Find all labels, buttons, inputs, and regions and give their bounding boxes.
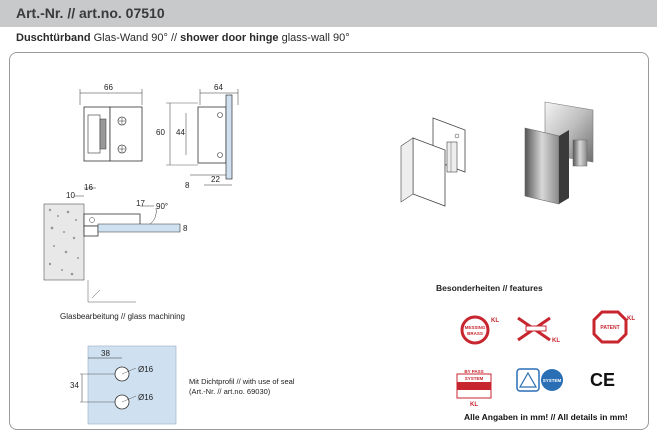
brass-badge-kl: KL [491,318,499,324]
front-view-drawing [79,89,143,162]
dim-8b-label: 8 [183,224,188,233]
brass-badge-text-2: BRASS [467,331,483,336]
dim-38-label: 38 [101,349,110,358]
bypass-badge-text-1: BY PASS [464,369,483,374]
subtitle-rest-de: Glas-Wand 90° // [90,32,181,44]
dim-16-label: 16 [84,183,93,192]
no-tools-badge-kl: KL [552,338,560,344]
header-bar [0,0,657,27]
dim-44-label: 44 [176,128,185,137]
dim-8a-label: 8 [185,181,190,190]
dim-90-label: 90° [156,202,169,211]
footer-note: Alle Angaben in mm! // All details in mm… [464,412,628,422]
bypass-badge-text-2: SYSTEM [465,376,484,381]
subtitle-bold-de: Duschtürband [16,32,91,44]
features-heading: Besonderheiten // features [436,283,543,293]
dim-66-label: 66 [104,83,113,92]
glass-machining-drawing [80,345,177,425]
patent-badge: PATENT KL [592,310,635,344]
product-photo [524,101,594,205]
hole-2-label: Ø16 [138,393,154,402]
subtitle-bold-en: shower door hinge [180,32,279,44]
brass-badge: MESSING BRASS KL [460,315,499,345]
no-tools-badge: KL [517,316,560,344]
product-subtitle: Duschtürband Glas-Wand 90° // shower doo… [16,32,350,44]
seal-line-1: Mit Dichtprofil // with use of seal [189,377,295,386]
hole-1-label: Ø16 [138,365,154,374]
dim-64-label: 64 [214,83,223,92]
cert-badge-text: SYSTEM [543,378,562,383]
dim-34-label: 34 [70,381,79,390]
bypass-badge-kl: KL [470,402,478,408]
ce-mark: CE [590,370,615,390]
dim-22-label: 22 [211,175,220,184]
brass-badge-text-1: MESSING [465,325,486,330]
side-view-drawing [166,89,239,186]
main-frame [9,52,649,430]
glass-machining-label: Glasbearbeitung // glass machining [60,312,185,321]
certification-badge: SYSTEM [516,368,563,392]
seal-line-2: (Art.-Nr. // art.no. 69030) [189,387,271,396]
bypass-badge: BY PASS SYSTEM KL [456,369,492,408]
patent-badge-kl: KL [627,316,635,322]
dim-60-label: 60 [156,128,165,137]
patent-badge-text: PATENT [600,325,619,331]
product-line-drawing [400,117,466,207]
top-section-drawing [43,187,181,303]
dim-17-label: 17 [136,199,145,208]
article-number: Art.-Nr. // art.no. 07510 [16,5,165,21]
subtitle-rest-en: glass-wall 90° [278,32,350,44]
dim-10-label: 10 [66,191,75,200]
ce-mark-text: CE [590,370,615,390]
